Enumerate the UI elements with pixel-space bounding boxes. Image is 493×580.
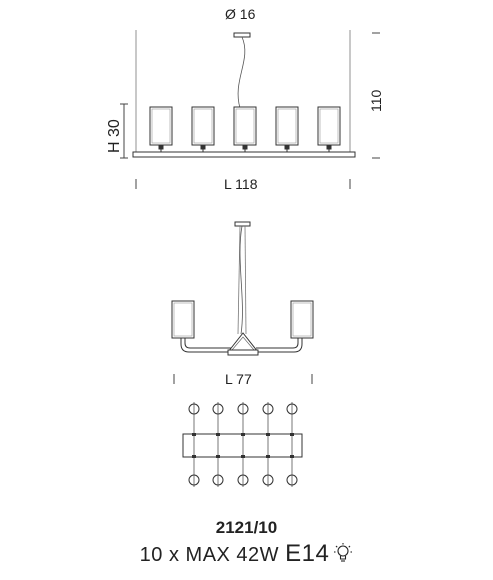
shade bbox=[233, 106, 257, 146]
dimension-length-side bbox=[173, 374, 313, 384]
dimension-height bbox=[120, 103, 128, 159]
suspension-length-label: 110 bbox=[368, 89, 384, 112]
top-view bbox=[182, 402, 303, 487]
side-canopy bbox=[234, 221, 251, 227]
dimmable-bulb-icon bbox=[333, 542, 353, 564]
side-view bbox=[171, 221, 314, 384]
shade bbox=[149, 106, 173, 146]
front-power-wire bbox=[237, 36, 246, 109]
length-side-label: L 77 bbox=[225, 371, 252, 387]
top-rods bbox=[193, 402, 293, 487]
front-canopy bbox=[233, 32, 251, 38]
front-view bbox=[120, 30, 380, 189]
model-number: 2121/10 bbox=[215, 518, 278, 537]
canopy-diameter-label: Ø 16 bbox=[225, 6, 256, 22]
shade bbox=[317, 106, 341, 146]
front-stems bbox=[158, 145, 332, 152]
height-label: H 30 bbox=[106, 119, 123, 153]
socket-type: E14 bbox=[285, 540, 330, 567]
length-front-label: L 118 bbox=[224, 176, 258, 192]
shade bbox=[191, 106, 215, 146]
dimension-length-front bbox=[135, 179, 351, 189]
side-shade-right bbox=[290, 300, 314, 339]
lamp-spec: 10 x MAX 42W bbox=[139, 544, 280, 566]
side-arm-right bbox=[256, 338, 303, 353]
side-arm-left bbox=[180, 338, 232, 353]
front-bar bbox=[132, 151, 356, 158]
front-shades bbox=[149, 106, 341, 146]
dimension-suspension bbox=[372, 32, 380, 159]
side-shade-left bbox=[171, 300, 195, 339]
shade bbox=[275, 106, 299, 146]
lamp-spec-line: 10 x MAX 42W E14 bbox=[0, 540, 493, 568]
top-body bbox=[182, 433, 303, 458]
